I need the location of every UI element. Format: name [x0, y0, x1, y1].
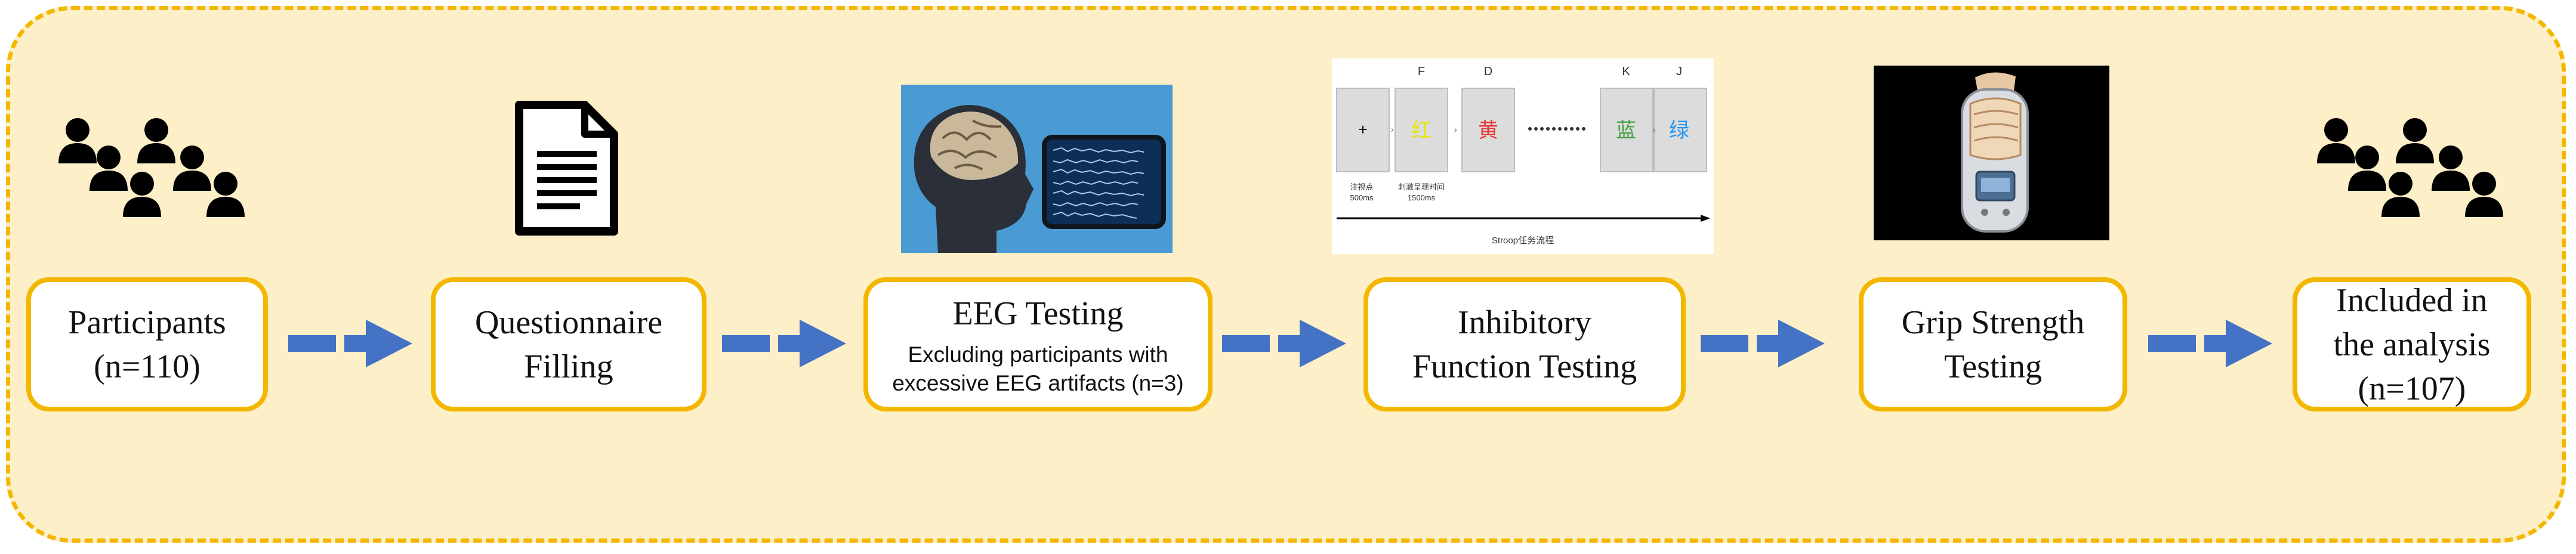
step-questionnaire: Questionnaire Filling	[431, 277, 707, 411]
flow-arrow	[1222, 320, 1346, 367]
step-eeg: EEG Testing Excluding participants with …	[863, 277, 1213, 411]
step-included: Included in the analysis (n=107)	[2293, 277, 2531, 411]
flow-arrow	[2148, 320, 2272, 367]
stroop-caption: Stroop任务流程	[1492, 236, 1554, 246]
people-group-icon	[58, 118, 245, 217]
stroop-char-3: 蓝	[1616, 119, 1636, 142]
workflow-frame	[6, 6, 2566, 543]
document-icon	[515, 101, 618, 236]
step-title: Inhibitory Function Testing	[1412, 304, 1637, 385]
flow-arrow	[1701, 320, 1825, 367]
grip-dynamometer-icon	[1874, 66, 2109, 240]
step-title: Questionnaire Filling	[474, 304, 663, 385]
svg-text:›: ›	[1391, 125, 1394, 134]
flow-arrow	[288, 320, 412, 367]
step-title: Grip Strength Testing	[1901, 304, 2085, 385]
step-inhibitory: Inhibitory Function Testing	[1363, 277, 1686, 411]
svg-text:+: +	[1358, 120, 1367, 138]
step-title: Included in the analysis (n=107)	[2333, 281, 2491, 407]
stroop-char-4: 绿	[1669, 119, 1689, 142]
step-grip: Grip Strength Testing	[1859, 277, 2127, 411]
stroop-char-2: 黄	[1478, 119, 1498, 142]
step-title: Participants (n=110)	[68, 304, 226, 385]
stroop-key-f: F	[1418, 65, 1425, 78]
svg-text:›: ›	[1653, 125, 1656, 134]
step-participants: Participants (n=110)	[26, 277, 268, 411]
stroop-char-1: 红	[1411, 119, 1432, 142]
stroop-key-k: K	[1622, 65, 1630, 78]
step-subtitle: Excluding participants with excessive EE…	[892, 342, 1184, 395]
flow-arrow	[722, 320, 846, 367]
eeg-head-icon	[901, 85, 1173, 253]
people-group-icon	[2317, 118, 2503, 217]
stroop-key-d: D	[1484, 65, 1492, 78]
step-title: EEG Testing	[952, 295, 1124, 332]
stroop-key-j: J	[1676, 65, 1682, 78]
svg-text:›: ›	[1454, 125, 1457, 134]
